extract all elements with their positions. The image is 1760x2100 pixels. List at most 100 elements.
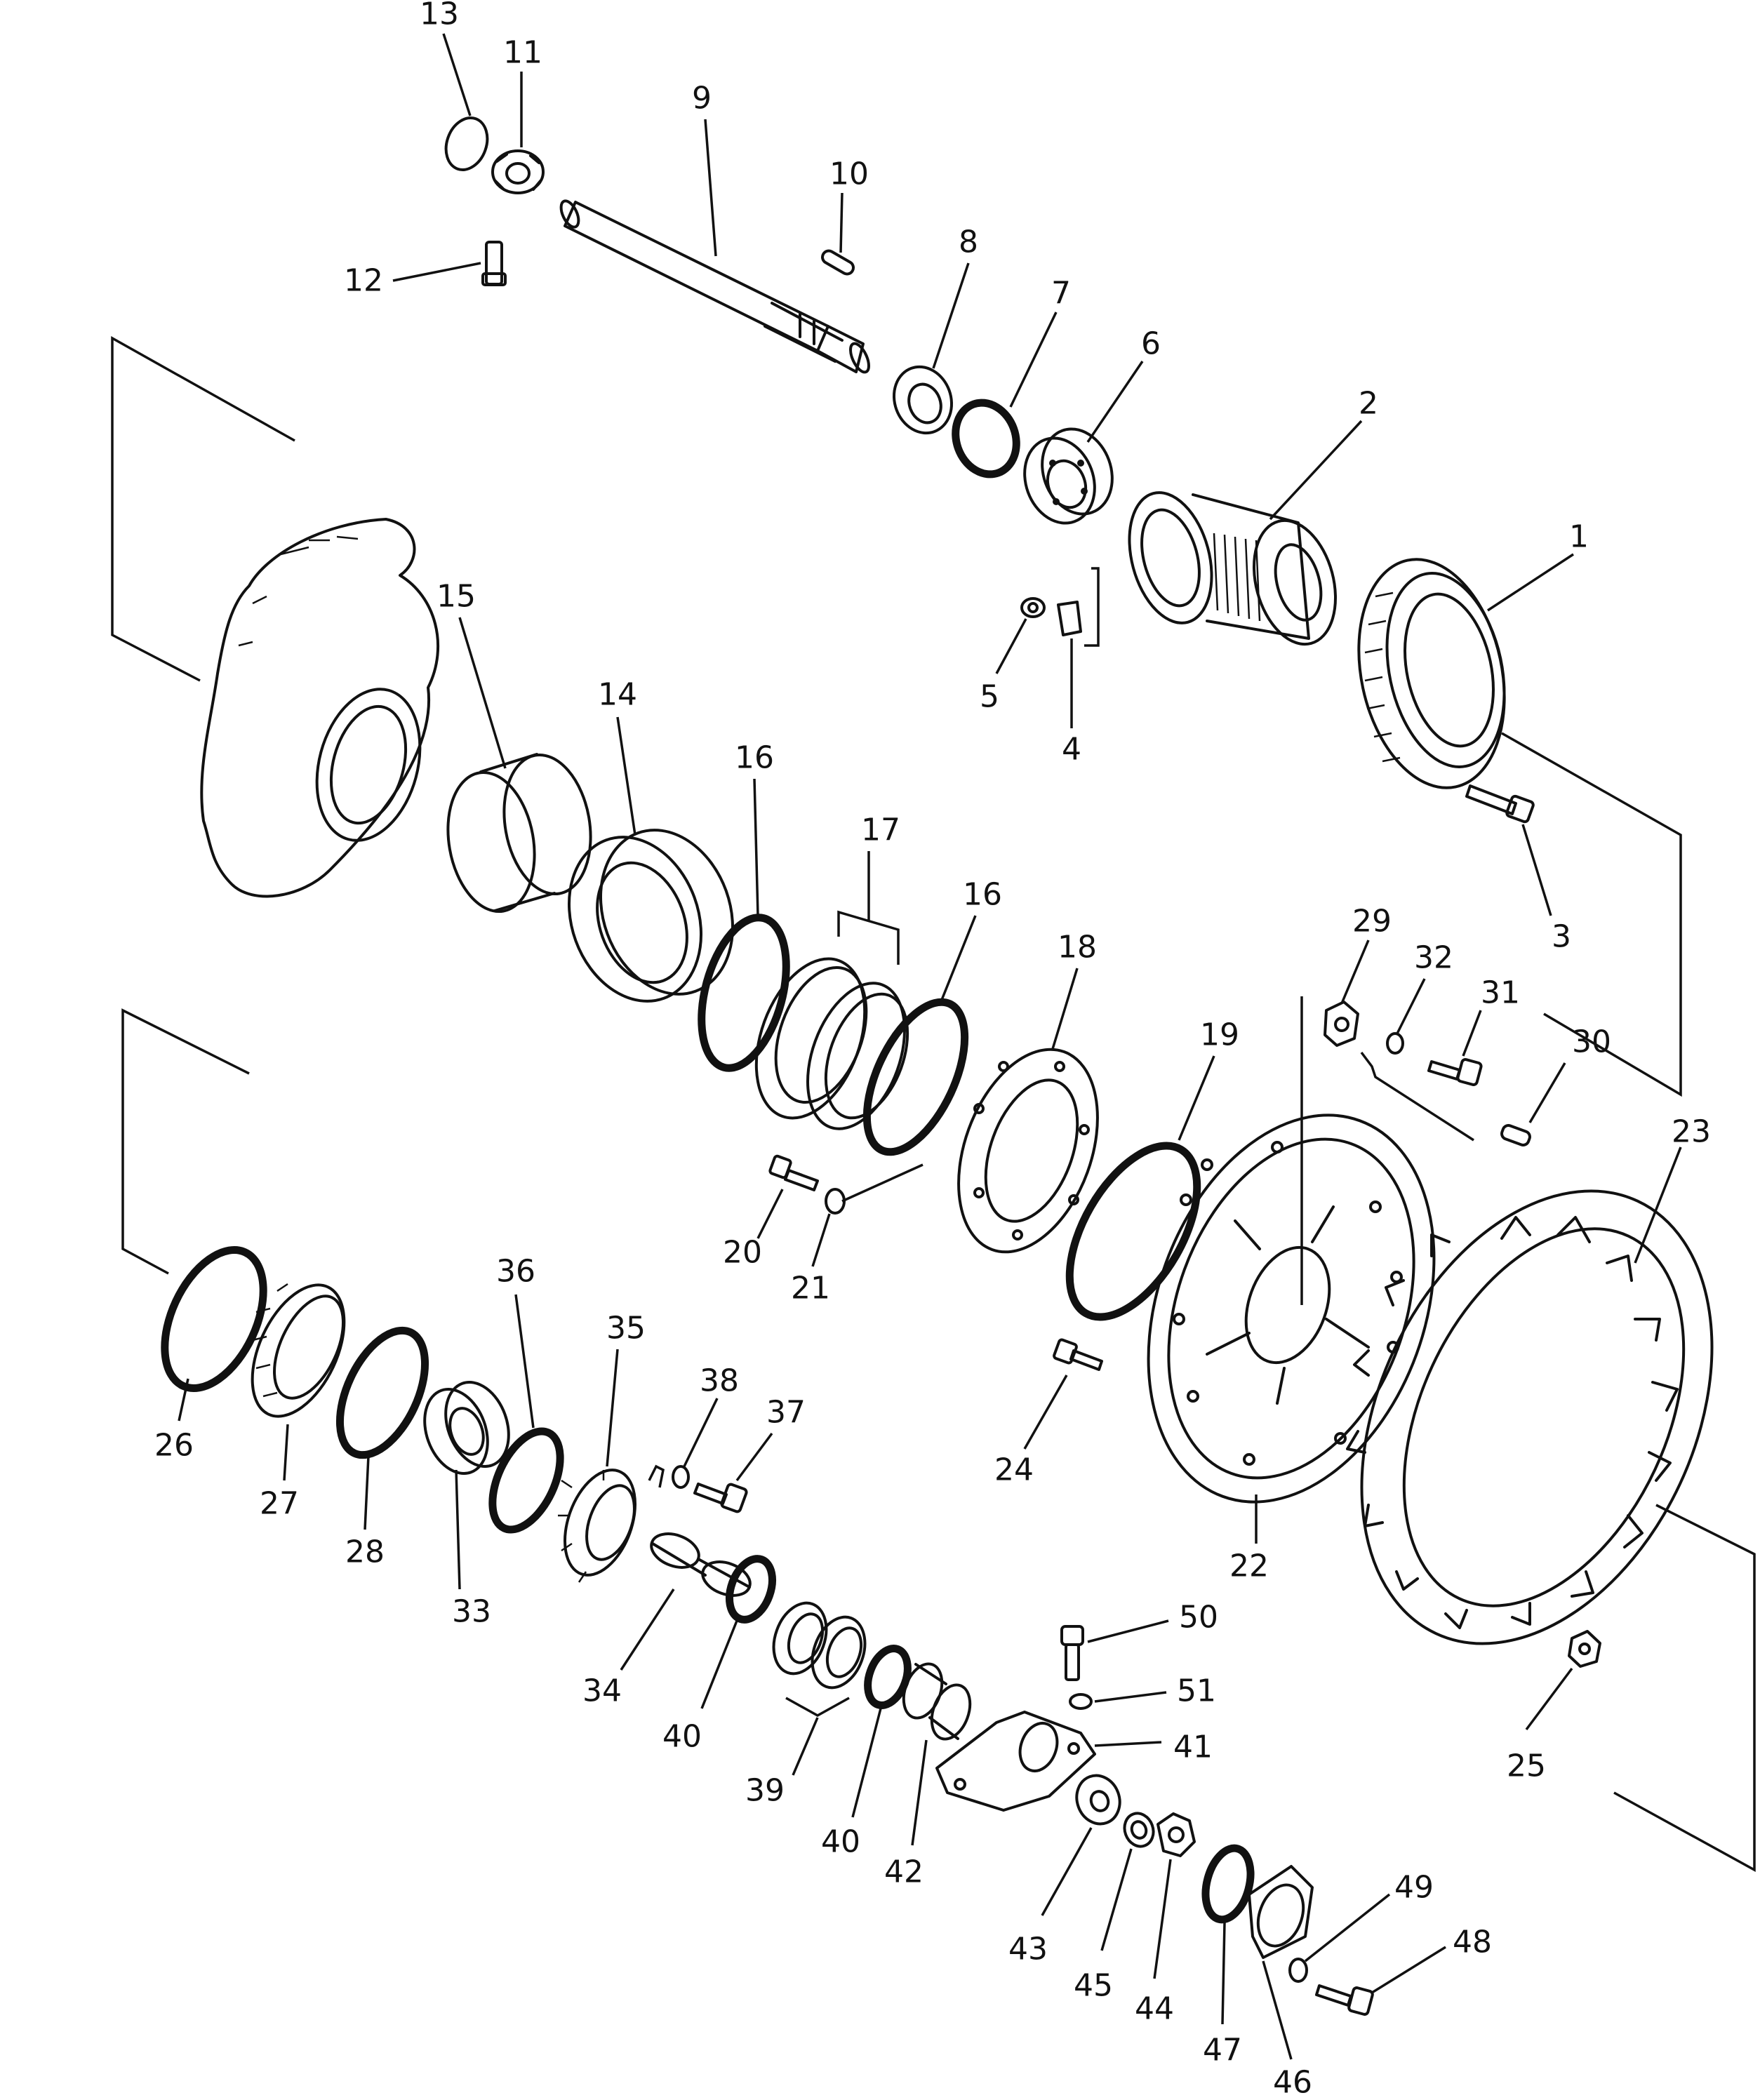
callout-49: 49 xyxy=(1304,1870,1434,1962)
o-ring-16a xyxy=(698,914,790,1072)
callout-38: 38 xyxy=(683,1363,739,1467)
callout-43: 43 xyxy=(1008,1827,1093,1967)
callout-21: 21 xyxy=(791,1213,831,1306)
callout-18: 18 xyxy=(1051,930,1097,1050)
callout-35: 35 xyxy=(606,1311,646,1467)
washer-21 xyxy=(825,1188,846,1215)
callout-24: 24 xyxy=(994,1375,1068,1488)
o-ring-36 xyxy=(488,1427,564,1534)
callout-47: 47 xyxy=(1203,1922,1242,2068)
callout-42: 42 xyxy=(884,1739,928,1890)
shaft-9 xyxy=(559,199,870,374)
callout-label-51: 51 xyxy=(1177,1673,1216,1709)
callout-label-22: 22 xyxy=(1229,1549,1269,1584)
o-ring-40b xyxy=(864,1645,912,1709)
callout-label-2: 2 xyxy=(1359,386,1378,422)
lock-plate-4 xyxy=(1057,601,1082,636)
callout-48: 48 xyxy=(1371,1925,1492,1994)
callout-3: 3 xyxy=(1521,824,1571,955)
bolt-48 xyxy=(1315,1984,1374,2016)
callout-19: 19 xyxy=(1178,1017,1239,1141)
callout-label-50: 50 xyxy=(1179,1600,1218,1636)
callout-label-28: 28 xyxy=(345,1534,385,1570)
callout-label-19: 19 xyxy=(1200,1017,1239,1053)
callout-26: 26 xyxy=(154,1378,194,1464)
callout-36: 36 xyxy=(496,1254,535,1429)
callout-label-44: 44 xyxy=(1135,1991,1174,2027)
callout-label-49: 49 xyxy=(1394,1870,1434,1906)
callout-29: 29 xyxy=(1340,904,1392,1004)
callout-1: 1 xyxy=(1487,519,1589,612)
callout-label-14: 14 xyxy=(598,677,637,713)
callout-34: 34 xyxy=(582,1589,675,1709)
callout-label-31: 31 xyxy=(1481,975,1520,1011)
callout-label-37: 37 xyxy=(766,1395,806,1431)
callout-33: 33 xyxy=(452,1469,491,1630)
callout-label-21: 21 xyxy=(791,1271,830,1306)
callout-40b: 40 xyxy=(821,1708,882,1860)
callout-label-36: 36 xyxy=(496,1254,535,1290)
nut-11 xyxy=(491,149,545,194)
washer-38 xyxy=(672,1465,690,1489)
gear-1 xyxy=(1357,558,1506,789)
callout-label-20: 20 xyxy=(723,1235,762,1271)
bearing-33 xyxy=(423,1380,510,1476)
bolt-20 xyxy=(768,1154,819,1191)
callout-label-32: 32 xyxy=(1414,940,1453,976)
o-ring-16b xyxy=(862,998,969,1156)
callout-28: 28 xyxy=(345,1455,385,1570)
callout-label-35: 35 xyxy=(606,1311,646,1346)
callout-label-30: 30 xyxy=(1572,1024,1611,1060)
callout-label-40b: 40 xyxy=(821,1824,860,1860)
callout-label-18: 18 xyxy=(1058,930,1097,965)
key-10 xyxy=(821,249,855,276)
callout-23: 23 xyxy=(1634,1114,1711,1264)
bolt-31 xyxy=(1427,1058,1483,1086)
washer-43 xyxy=(1075,1774,1121,1826)
callout-15: 15 xyxy=(436,579,507,769)
callout-44: 44 xyxy=(1135,1859,1174,2027)
callout-4: 4 xyxy=(1062,638,1081,768)
callout-label-26: 26 xyxy=(154,1428,194,1464)
callout-label-40a: 40 xyxy=(662,1719,702,1755)
bearing-6 xyxy=(1023,427,1114,525)
callout-label-6: 6 xyxy=(1141,326,1161,362)
washer-49 xyxy=(1288,1958,1308,1983)
bolt-3 xyxy=(1465,784,1535,824)
snap-ring-13 xyxy=(444,116,489,171)
callout-31: 31 xyxy=(1462,975,1520,1057)
group-bracket-lines xyxy=(111,336,1756,1872)
bolt-12 xyxy=(481,241,507,286)
callout-label-7: 7 xyxy=(1051,276,1071,312)
callout-label-43: 43 xyxy=(1008,1932,1048,1967)
pin-30 xyxy=(1500,1124,1531,1146)
sprocket-segment-23 xyxy=(1346,1189,1714,1645)
callout-label-24: 24 xyxy=(994,1452,1034,1488)
callout-label-1: 1 xyxy=(1569,519,1589,555)
callout-8: 8 xyxy=(932,225,978,369)
callout-label-47: 47 xyxy=(1203,2033,1242,2068)
nut-29 xyxy=(1324,1001,1359,1047)
callout-16b: 16 xyxy=(939,877,1002,1004)
callout-14: 14 xyxy=(598,677,637,836)
callout-12: 12 xyxy=(344,262,481,299)
bracket-41 xyxy=(935,1711,1096,1812)
o-ring-19 xyxy=(1065,1142,1201,1321)
callout-50: 50 xyxy=(1087,1600,1218,1643)
callout-label-23: 23 xyxy=(1672,1114,1711,1150)
callout-39: 39 xyxy=(745,1697,850,1809)
washer-51 xyxy=(1069,1693,1093,1710)
callout-label-34: 34 xyxy=(582,1673,622,1709)
snap-ring-7 xyxy=(952,399,1020,479)
bolt-24 xyxy=(1053,1338,1103,1371)
sleeve-15 xyxy=(446,753,592,914)
callout-45: 45 xyxy=(1074,1848,1133,2004)
callout-9: 9 xyxy=(692,81,717,257)
callout-label-17: 17 xyxy=(861,812,900,848)
callout-label-45: 45 xyxy=(1074,1968,1113,2004)
callout-label-15: 15 xyxy=(436,579,476,615)
callout-2: 2 xyxy=(1269,386,1378,521)
callout-label-48: 48 xyxy=(1453,1925,1492,1960)
callout-25: 25 xyxy=(1507,1667,1573,1784)
